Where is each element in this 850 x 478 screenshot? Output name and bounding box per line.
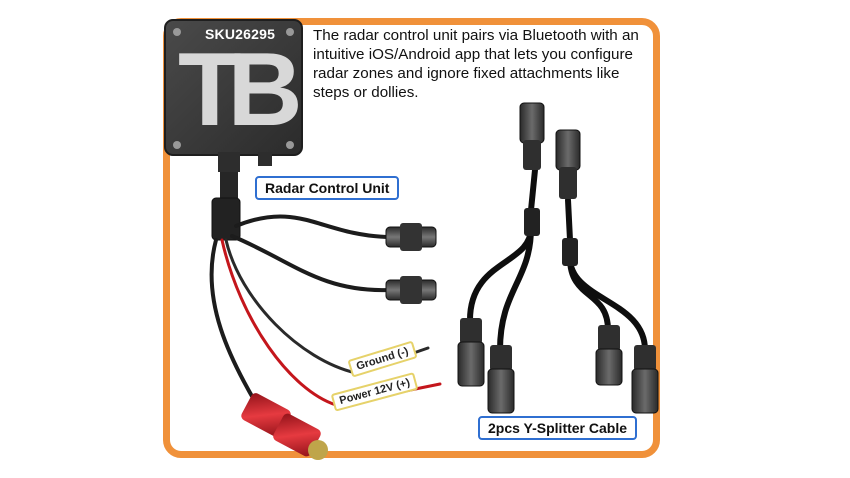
tb-logo: TB: [178, 32, 303, 148]
splitter-top-connector-1: [519, 102, 545, 170]
aviation-connector-1: [385, 223, 437, 251]
y-splitter-label: 2pcs Y-Splitter Cable: [478, 416, 638, 440]
splitter-bottom-connectors: [457, 318, 659, 414]
y-splitter-wires: [467, 167, 648, 353]
radar-control-unit-label: Radar Control Unit: [255, 176, 400, 200]
product-description: The radar control unit pairs via Bluetoo…: [313, 27, 639, 101]
wires: [209, 214, 442, 412]
splitter-top-connector-2: [555, 129, 581, 199]
aviation-connector-2: [385, 276, 437, 304]
sku-label: SKU26295: [205, 26, 276, 42]
radar-control-unit-box: [164, 19, 303, 198]
red-connector: [241, 393, 328, 460]
